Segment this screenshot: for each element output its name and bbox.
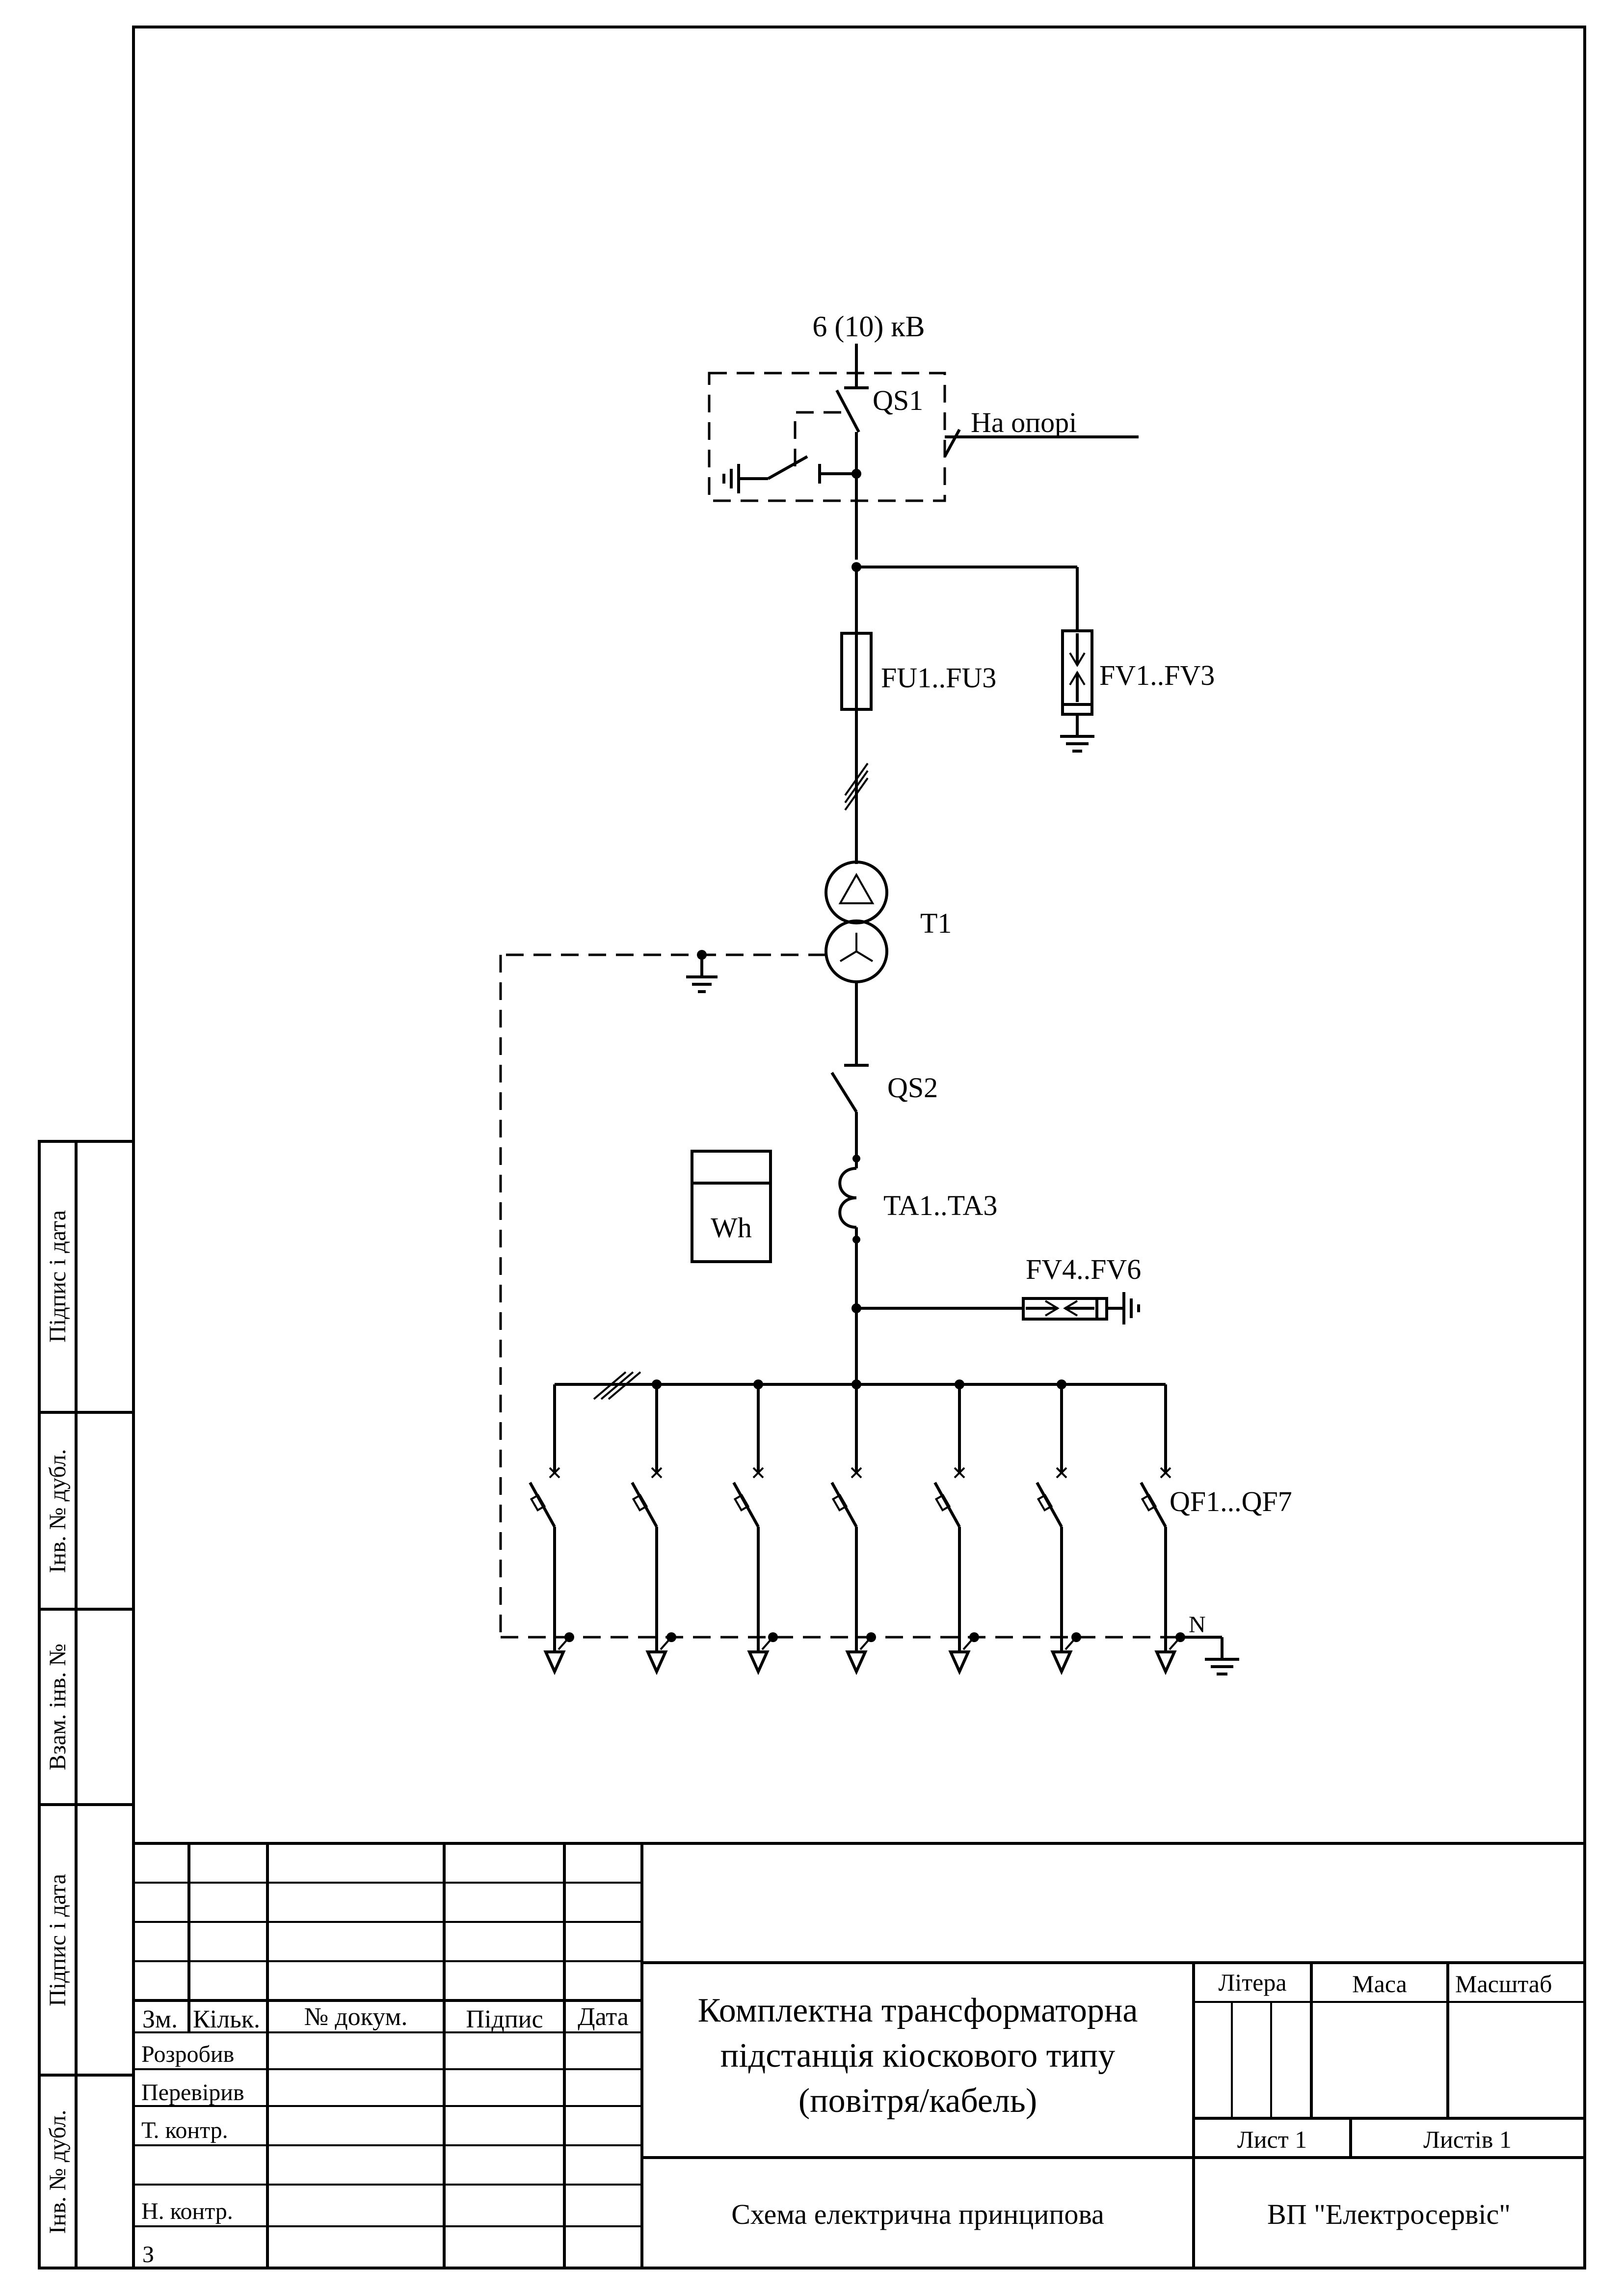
breakers-label: QF1...QF7 <box>1170 1486 1292 1517</box>
transformer-t1: T1 <box>825 861 952 983</box>
lv-arrester-label: FV4..FV6 <box>1026 1253 1141 1285</box>
feeder-5-release <box>934 1494 951 1512</box>
feeder-3-neutral-tap <box>761 1636 774 1650</box>
feeder-4-release <box>831 1494 848 1512</box>
meter-label: Wh <box>711 1212 752 1243</box>
side-label-dup-inv-1: Інв. № дубл. <box>45 1449 71 1573</box>
role-norm-control: Н. контр. <box>141 2198 233 2224</box>
feeder-3-cable-end <box>747 1650 770 1675</box>
feeder-1-cable-end <box>543 1650 566 1675</box>
side-label-dup-inv-2: Інв. № дубл. <box>45 2109 71 2234</box>
fuse-label: FU1..FU3 <box>881 662 996 694</box>
feeder-6-cable-end <box>1050 1650 1073 1675</box>
feeder-3-release <box>733 1494 750 1512</box>
feeder-6-blade <box>1036 1482 1063 1528</box>
schematic: 6 (10) кВ QS1 На опорі <box>499 310 1292 1675</box>
qs1-disconnector: QS1 <box>708 372 946 560</box>
side-strip: Підпис і дата Інв. № дубл. Взам. інв. № … <box>38 1140 135 2269</box>
lv-arrester: FV4..FV6 <box>1022 1253 1141 1324</box>
feeder-2-neutral-tap <box>660 1636 672 1650</box>
feeder-breakers <box>529 1379 1185 1675</box>
feeder-2-release <box>632 1494 648 1512</box>
document-type: Схема електрична принципова <box>731 2198 1104 2230</box>
document-title-line-1: Комплектна трансформаторна <box>698 1992 1138 2029</box>
column-date: Дата <box>578 2003 629 2031</box>
scale-header: Масштаб <box>1455 1970 1552 1998</box>
supply-voltage-label: 6 (10) кВ <box>812 310 925 343</box>
document-title-line-2: підстанція кіоскового типу <box>720 2037 1115 2075</box>
feeder-3-cross-b <box>752 1467 764 1479</box>
feeder-7-release <box>1141 1494 1157 1512</box>
feeder-1-release <box>530 1494 546 1512</box>
pole-label: На опорі <box>971 406 1077 438</box>
feeder-2-cable-end <box>645 1650 668 1675</box>
feeder-5-neutral-tap <box>962 1636 975 1650</box>
energy-meter: Wh <box>691 1150 772 1263</box>
feeder-6-neutral-tap <box>1064 1636 1077 1650</box>
side-label-replace-inv: Взам. інв. № <box>45 1644 71 1770</box>
feeder-7-cross-b <box>1160 1467 1171 1479</box>
document-title-line-3: (повітря/кабель) <box>798 2082 1037 2120</box>
hv-arrester-label: FV1..FV3 <box>1099 659 1215 691</box>
ct-label: TA1..TA3 <box>883 1189 997 1221</box>
side-label-signature-1: Підпис і дата <box>45 1210 71 1343</box>
feeder-1-neutral-tap <box>558 1636 570 1650</box>
feeder-7-blade <box>1140 1482 1167 1528</box>
fuse: FU1..FU3 <box>840 632 996 711</box>
role-tech-control: Т. контр. <box>141 2117 228 2143</box>
column-kilk: Кільк. <box>193 2005 260 2033</box>
sheet-number: Лист 1 <box>1237 2126 1307 2153</box>
litera-header: Літера <box>1218 1969 1286 1996</box>
feeder-2-blade <box>631 1482 658 1528</box>
role-developer: Розробив <box>141 2041 234 2067</box>
feeder-7-cable-end <box>1154 1650 1177 1675</box>
neutral-label: N <box>1189 1612 1206 1638</box>
column-signature: Підпис <box>466 2005 543 2033</box>
drawing-frame <box>132 26 1586 2269</box>
feeder-4-cable-end <box>845 1650 868 1675</box>
sheets-total: Листів 1 <box>1423 2126 1512 2153</box>
qs2-label: QS2 <box>887 1072 938 1104</box>
feeder-5-blade <box>933 1482 961 1528</box>
qs1-label: QS1 <box>873 384 923 416</box>
feeder-4-neutral-tap <box>859 1636 872 1650</box>
column-doc-no: № докум. <box>304 2003 408 2031</box>
feeder-5-cross-b <box>954 1467 965 1479</box>
transformer-label: T1 <box>920 907 952 939</box>
feeder-1-blade <box>529 1482 556 1528</box>
feeder-4-blade <box>830 1482 858 1528</box>
feeder-5-cable-end <box>948 1650 971 1675</box>
feeder-6-cross-b <box>1056 1467 1067 1479</box>
feeder-1-cross-b <box>549 1467 560 1479</box>
feeder-2-cross-b <box>651 1467 663 1479</box>
mass-header: Маса <box>1352 1970 1407 1998</box>
side-label-signature-2: Підпис і дата <box>45 1874 71 2006</box>
hv-arrester: FV1..FV3 <box>1060 629 1215 753</box>
role-checker: Перевірив <box>141 2080 244 2106</box>
title-block: Зм. Кільк. № докум. Підпис Дата Розробив… <box>133 1842 1585 2268</box>
role-truncated: З <box>142 2242 154 2268</box>
feeder-6-release <box>1037 1494 1053 1512</box>
feeder-3-blade <box>732 1482 760 1528</box>
feeder-7-neutral-tap <box>1169 1636 1181 1650</box>
feeder-4-cross-b <box>851 1467 862 1479</box>
organization-name: ВП "Електросервіс" <box>1267 2198 1511 2230</box>
column-zm: Зм. <box>142 2005 178 2033</box>
